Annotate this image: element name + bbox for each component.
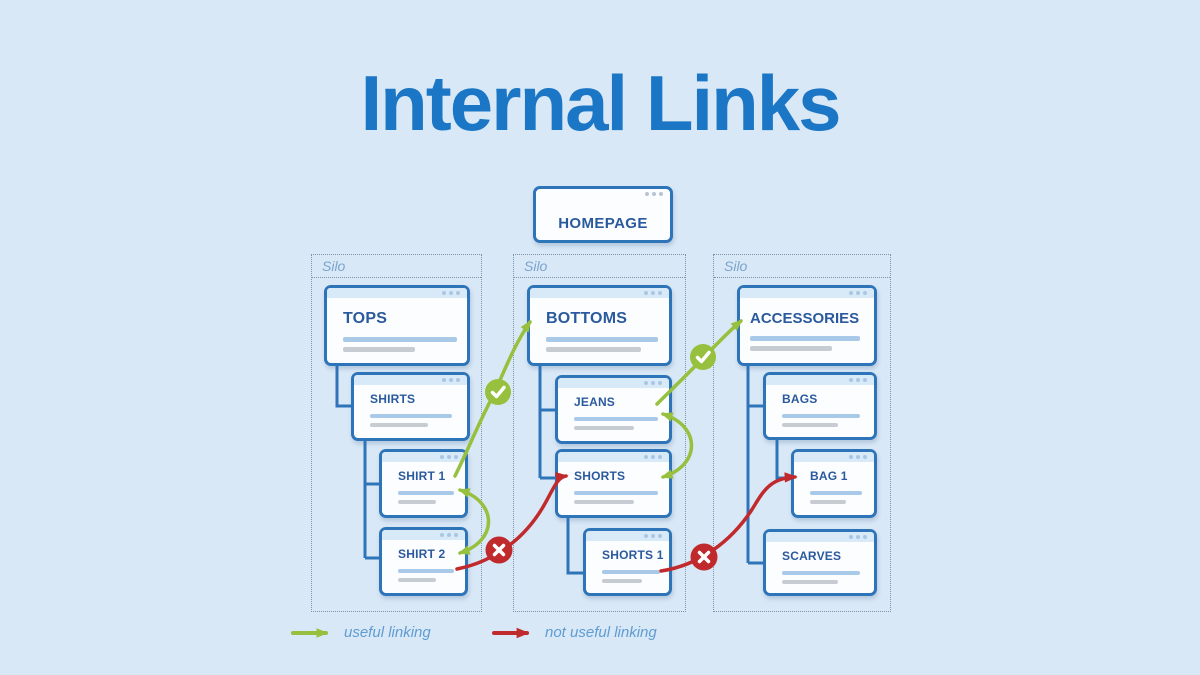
page-node-scarves: SCARVES [763, 529, 877, 596]
placeholder-text-line [370, 414, 452, 418]
window-dots-icon [354, 375, 467, 385]
placeholder-text-line [574, 426, 634, 430]
page-node-label: BAGS [782, 392, 818, 406]
page-node-shirt-1: SHIRT 1 [379, 449, 468, 518]
page-node-shorts-1: SHORTS 1 [583, 528, 672, 596]
x-icon [485, 536, 513, 564]
placeholder-text-line [546, 337, 658, 342]
legend-not-useful-label: not useful linking [545, 624, 657, 641]
window-dots-icon [382, 452, 465, 462]
window-dots-icon [558, 452, 669, 462]
placeholder-text-line [343, 337, 457, 342]
placeholder-text-line [750, 346, 832, 351]
page-node-bag-1: BAG 1 [791, 449, 877, 518]
window-dots-icon [766, 375, 874, 385]
page-node-label: JEANS [574, 395, 616, 409]
page-node-label: SHIRTS [370, 392, 416, 406]
page-node-tops: TOPS [324, 285, 470, 366]
placeholder-text-line [782, 414, 860, 418]
page-title: Internal Links [360, 59, 841, 147]
placeholder-text-line [398, 500, 436, 504]
page-node-shirt-2: SHIRT 2 [379, 527, 468, 596]
placeholder-text-line [782, 423, 838, 427]
placeholder-text-line [343, 347, 415, 352]
page-node-label: HOMEPAGE [558, 215, 648, 232]
window-dots-icon [536, 189, 670, 199]
placeholder-text-line [398, 569, 454, 573]
silo-label: Silo [514, 255, 685, 278]
window-dots-icon [327, 288, 467, 298]
page-node-label: BAG 1 [810, 469, 848, 483]
window-dots-icon [558, 378, 669, 388]
window-dots-icon [740, 288, 874, 298]
placeholder-text-line [370, 423, 428, 427]
window-dots-icon [382, 530, 465, 540]
placeholder-text-line [750, 336, 860, 341]
check-icon [485, 379, 511, 405]
legend-useful-label: useful linking [344, 624, 431, 641]
placeholder-text-line [574, 417, 658, 421]
page-node-label: SHORTS 1 [602, 548, 664, 562]
placeholder-text-line [602, 570, 660, 574]
page-node-accessories: ACCESSORIES [737, 285, 877, 366]
placeholder-text-line [810, 500, 846, 504]
page-node-homepage: HOMEPAGE [533, 186, 673, 243]
page-node-shorts: SHORTS [555, 449, 672, 518]
page-node-label: SHIRT 1 [398, 469, 446, 483]
placeholder-text-line [782, 580, 838, 584]
placeholder-text-line [574, 491, 658, 495]
page-node-label: SHIRT 2 [398, 547, 446, 561]
silo-label: Silo [714, 255, 890, 278]
placeholder-text-line [602, 579, 642, 583]
page-node-bottoms: BOTTOMS [527, 285, 672, 366]
silo-label: Silo [312, 255, 481, 278]
window-dots-icon [586, 531, 669, 541]
page-node-label: ACCESSORIES [750, 310, 860, 327]
page-node-label: SCARVES [782, 549, 842, 563]
silo-frame-3: Silo [713, 254, 891, 612]
window-dots-icon [530, 288, 669, 298]
page-node-label: BOTTOMS [546, 310, 628, 327]
window-dots-icon [794, 452, 874, 462]
page-node-label: TOPS [343, 310, 388, 327]
page-node-bags: BAGS [763, 372, 877, 440]
page-node-shirts: SHIRTS [351, 372, 470, 441]
page-node-label: SHORTS [574, 469, 626, 483]
page-node-jeans: JEANS [555, 375, 672, 444]
window-dots-icon [766, 532, 874, 542]
placeholder-text-line [810, 491, 862, 495]
placeholder-text-line [398, 491, 454, 495]
placeholder-text-line [574, 500, 634, 504]
placeholder-text-line [546, 347, 641, 352]
placeholder-text-line [398, 578, 436, 582]
placeholder-text-line [782, 571, 860, 575]
